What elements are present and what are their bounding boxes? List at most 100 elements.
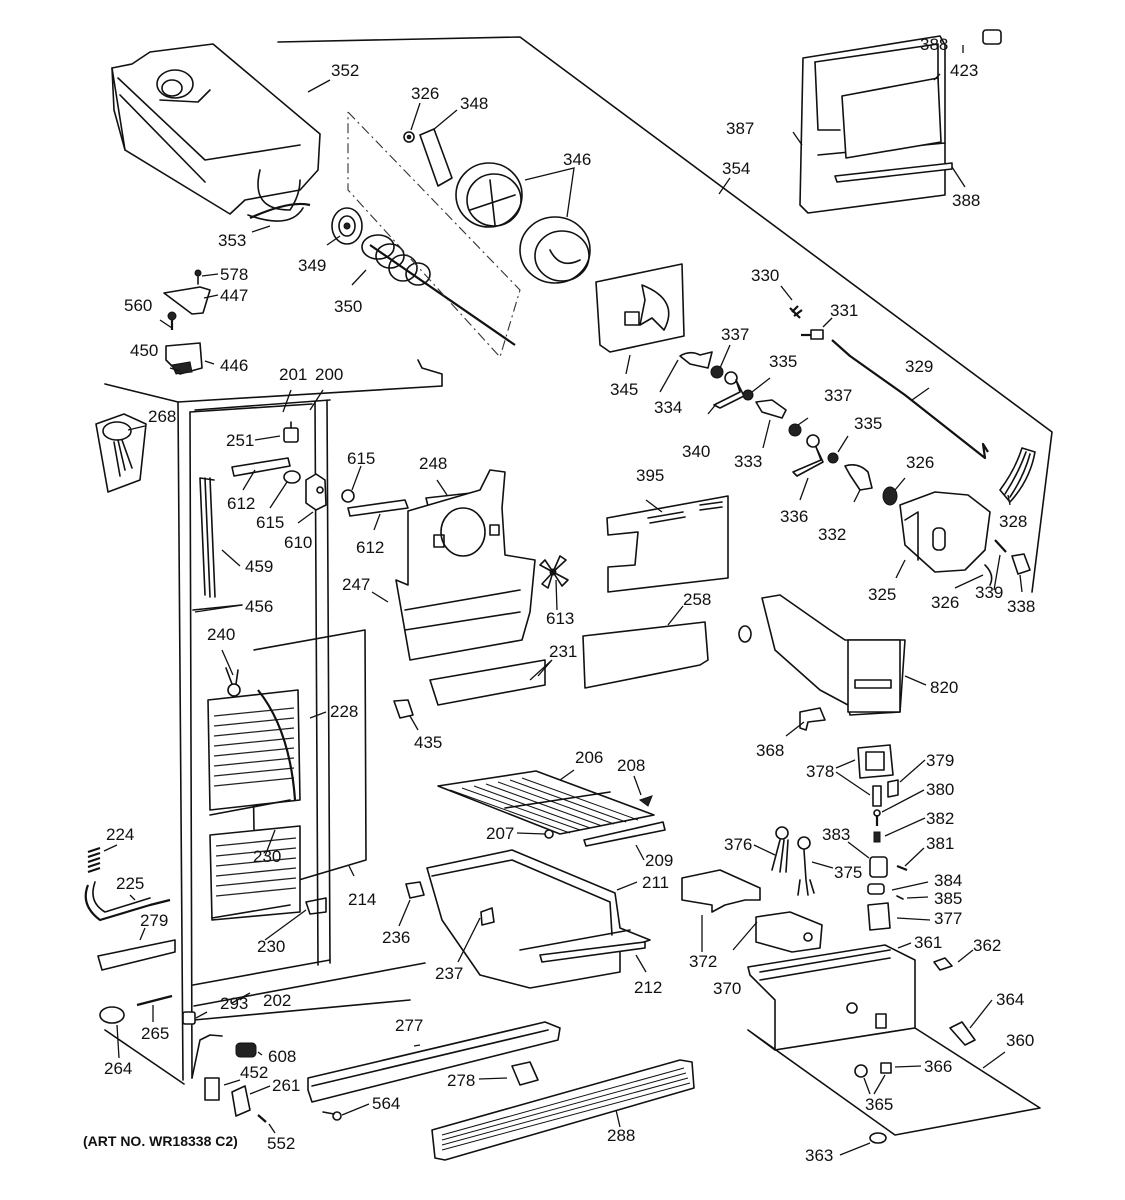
callout-279: 279	[140, 911, 168, 930]
part-clip-435	[393, 699, 414, 719]
callout-363: 363	[805, 1146, 833, 1165]
callout-211: 211	[642, 873, 669, 892]
part-seal-384	[867, 883, 885, 895]
callout-206: 206	[575, 748, 603, 767]
callout-385: 385	[934, 889, 962, 908]
callout-352: 352	[331, 61, 359, 80]
callout-258: 258	[683, 590, 711, 609]
callout-337-lower: 337	[824, 386, 852, 405]
callout-340: 340	[682, 442, 710, 461]
callout-364: 364	[996, 990, 1024, 1009]
part-washer-335a	[742, 389, 754, 401]
part-pin-385	[896, 895, 904, 900]
callout-251: 251	[226, 431, 254, 450]
part-axle-265	[136, 994, 173, 1007]
dashed-assembly-box	[347, 111, 521, 359]
part-trim-209	[583, 821, 666, 847]
callout-331: 331	[830, 301, 858, 320]
callout-381: 381	[926, 834, 954, 853]
callout-349: 349	[298, 256, 326, 275]
part-motor-housing	[899, 491, 991, 573]
callout-362: 362	[973, 936, 1001, 955]
callout-377: 377	[934, 909, 962, 928]
part-washer-335b	[827, 452, 839, 464]
callout-293: 293	[220, 994, 248, 1013]
callout-552: 552	[267, 1134, 295, 1153]
part-gear-336	[792, 434, 824, 477]
part-pin-339	[994, 539, 1007, 553]
part-cover-plate-395	[606, 495, 729, 593]
part-bracket-377	[867, 902, 891, 931]
callout-578: 578	[220, 265, 248, 284]
callout-230-upper: 230	[253, 847, 281, 866]
callout-368: 368	[756, 741, 784, 760]
part-rail-277	[307, 1021, 561, 1103]
part-fan-shroud-247	[395, 469, 536, 661]
callout-395: 395	[636, 466, 664, 485]
callout-332: 332	[818, 525, 846, 544]
part-clip-366	[880, 1062, 892, 1074]
part-pan-211	[426, 849, 651, 989]
part-dispenser-frame	[799, 35, 953, 214]
part-plunger-378	[872, 785, 882, 807]
part-spring-330	[789, 305, 803, 319]
part-trim-strip-459	[199, 477, 216, 598]
callout-615-bottom: 615	[256, 513, 284, 532]
part-spacer-337b	[788, 423, 802, 437]
part-drain-pan-231	[429, 659, 546, 706]
part-motor-370	[755, 911, 823, 953]
part-ice-bucket	[111, 43, 321, 215]
callout-384: 384	[934, 871, 962, 890]
art-number: (ART NO. WR18338 C2)	[83, 1133, 238, 1149]
callout-209: 209	[645, 851, 673, 870]
part-auger-bearing	[331, 207, 363, 245]
callout-335-lower: 335	[854, 414, 882, 433]
callout-372: 372	[689, 952, 717, 971]
callout-456: 456	[245, 597, 273, 616]
callout-378: 378	[806, 762, 834, 781]
part-heater-bracket-230	[209, 799, 327, 919]
part-clip-326c	[984, 564, 993, 586]
part-roller-264	[99, 1006, 125, 1024]
part-clip-208	[638, 795, 653, 807]
callout-236: 236	[382, 928, 410, 947]
part-fan-motor-610	[305, 473, 327, 511]
callout-330: 330	[751, 266, 779, 285]
part-washer-326	[403, 131, 415, 143]
callout-388-top: 388	[920, 35, 948, 54]
callout-375: 375	[834, 863, 862, 882]
part-gear-340	[713, 371, 745, 409]
callout-820: 820	[930, 678, 958, 697]
callout-383: 383	[822, 825, 850, 844]
callout-615-top: 615	[347, 449, 375, 468]
callout-459: 459	[245, 557, 273, 576]
callout-231: 231	[549, 642, 577, 661]
callout-608: 608	[268, 1047, 296, 1066]
callout-612-right: 612	[356, 538, 384, 557]
part-knob-365	[854, 1064, 868, 1078]
callout-423: 423	[950, 61, 978, 80]
part-body-383	[869, 856, 888, 878]
callout-225: 225	[116, 874, 144, 893]
callout-265: 265	[141, 1024, 169, 1043]
part-cam-333	[755, 399, 787, 419]
callout-435: 435	[414, 733, 442, 752]
part-bracket-612a	[231, 457, 291, 477]
callout-361: 361	[914, 933, 942, 952]
callout-380: 380	[926, 780, 954, 799]
callout-277: 277	[395, 1016, 423, 1035]
part-screw-564	[322, 1111, 342, 1121]
callout-237: 237	[435, 964, 463, 983]
part-stop-207	[544, 829, 554, 839]
part-spacer-337a	[710, 365, 724, 379]
part-hinge-236	[405, 881, 425, 899]
part-drain-tube-225	[84, 881, 171, 922]
callout-labels: 352 326 348 346 353 349 350 578 447 560 …	[83, 35, 1035, 1165]
part-spacer-326b	[882, 486, 898, 506]
part-spring-382	[873, 831, 881, 843]
part-evaporator-228	[207, 689, 301, 921]
part-control-housing-361	[747, 944, 916, 1051]
callout-360: 360	[1006, 1031, 1034, 1050]
callout-370: 370	[713, 979, 741, 998]
